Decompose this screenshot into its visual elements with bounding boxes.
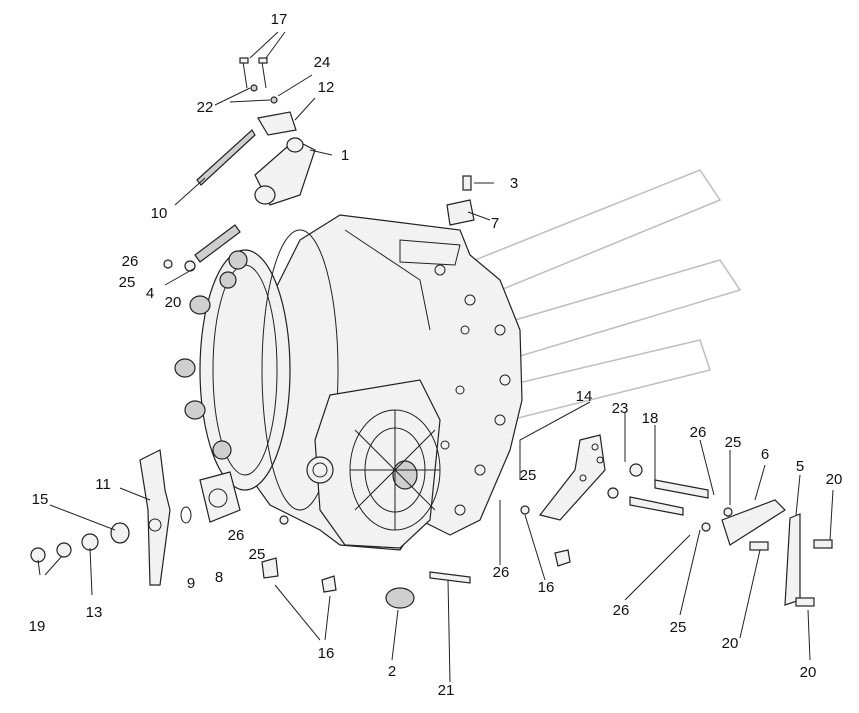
callout-16-a: 16 — [537, 579, 555, 596]
callout-9: 9 — [186, 575, 196, 592]
callout-21: 21 — [437, 682, 455, 699]
callout-25-b: 25 — [724, 434, 742, 451]
callout-15: 15 — [31, 491, 49, 508]
callout-13: 13 — [85, 604, 103, 621]
callout-10: 10 — [150, 205, 168, 222]
callout-5: 5 — [795, 458, 805, 475]
callout-19: 19 — [28, 618, 46, 635]
callout-8: 8 — [214, 569, 224, 586]
callout-20-b: 20 — [825, 471, 843, 488]
callout-20-d: 20 — [799, 664, 817, 681]
callout-11: 11 — [95, 476, 111, 493]
callout-25-e: 25 — [669, 619, 687, 636]
bell-flange — [174, 229, 339, 511]
callout-26-d: 26 — [492, 564, 510, 581]
callout-25-d: 25 — [248, 546, 266, 563]
callout-17: 17 — [270, 11, 288, 28]
callout-24: 24 — [313, 54, 331, 71]
callout-14: 14 — [575, 388, 593, 405]
control-valve — [196, 57, 475, 226]
callout-26-e: 26 — [612, 602, 630, 619]
lever-parts — [30, 224, 241, 586]
callout-25-a: 25 — [118, 274, 136, 291]
callout-16-b: 16 — [317, 645, 335, 662]
callout-26-c: 26 — [227, 527, 245, 544]
callout-2: 2 — [387, 663, 397, 680]
callout-25-c: 25 — [519, 467, 537, 484]
callout-22: 22 — [196, 99, 214, 116]
callout-18: 18 — [641, 410, 659, 427]
callout-4: 4 — [145, 285, 155, 302]
leader-lines — [37, 31, 834, 683]
callout-23: 23 — [611, 400, 629, 417]
front-cover — [306, 379, 441, 549]
callout-12: 12 — [317, 79, 335, 96]
callout-26-a: 26 — [121, 253, 139, 270]
callout-26-b: 26 — [689, 424, 707, 441]
callout-20-c: 20 — [721, 635, 739, 652]
callout-1: 1 — [340, 147, 350, 164]
bracket-parts — [261, 434, 833, 609]
callout-7: 7 — [490, 215, 500, 232]
callout-20-a: 20 — [164, 294, 182, 311]
callout-6: 6 — [760, 446, 770, 463]
callout-3: 3 — [509, 175, 519, 192]
